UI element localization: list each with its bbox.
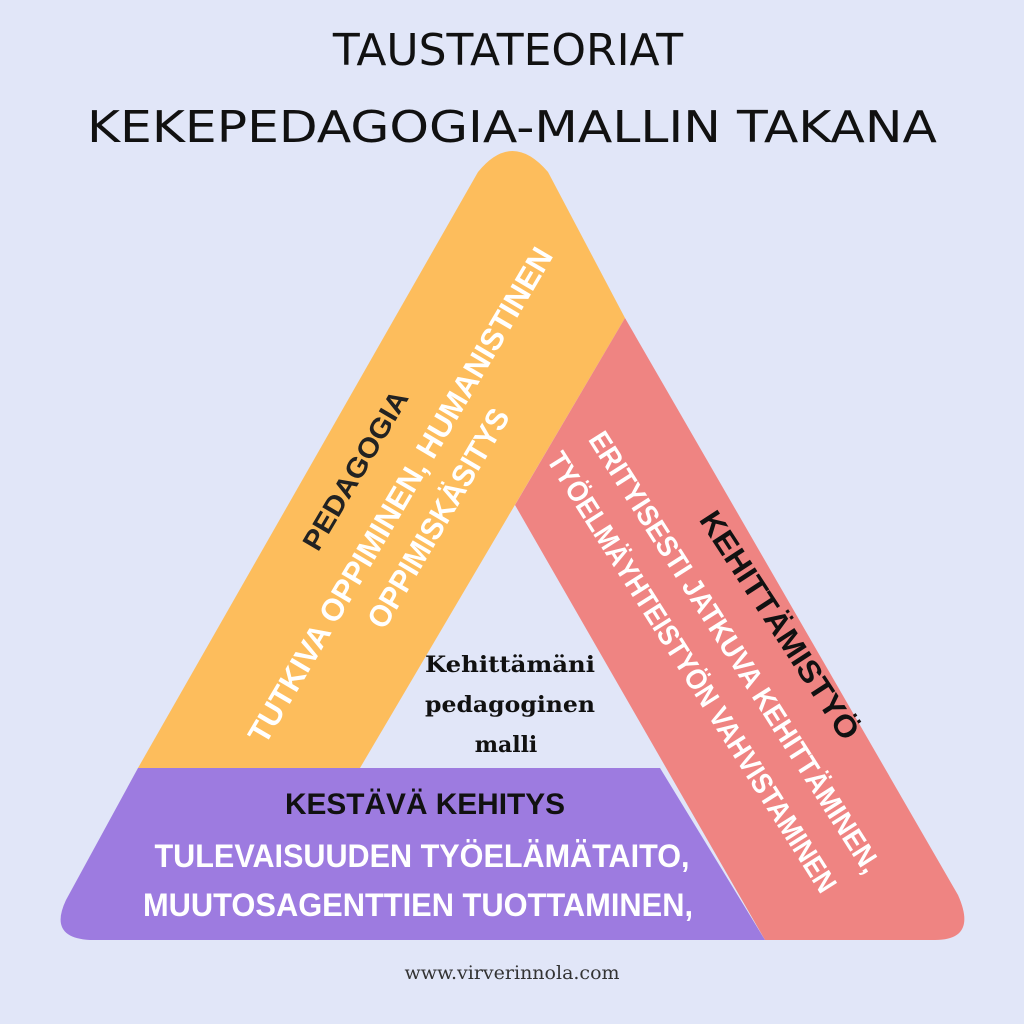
- kestava-kehitys-heading: KESTÄVÄ KEHITYS: [285, 788, 565, 821]
- kestava-kehitys-line-1: TULEVAISUUDEN TYÖELÄMÄTAITO,: [155, 838, 690, 874]
- center-line-2: pedagoginen: [425, 692, 595, 718]
- pedagogia-band: [138, 151, 625, 768]
- kehittamistyo-band: [515, 318, 965, 940]
- center-line-3: malli: [475, 732, 538, 758]
- title-line-1: TAUSTATEORIAT: [332, 25, 683, 76]
- footer-url: www.virverinnola.com: [404, 962, 619, 984]
- kestava-kehitys-line-2: MUUTOSAGENTTIEN TUOTTAMINEN,: [143, 887, 693, 923]
- kestava-kehitys-band: [60, 768, 766, 940]
- center-line-1: Kehittämäni: [425, 652, 595, 678]
- title-line-2: KEKEPEDAGOGIA-MALLIN TAKANA: [87, 102, 937, 153]
